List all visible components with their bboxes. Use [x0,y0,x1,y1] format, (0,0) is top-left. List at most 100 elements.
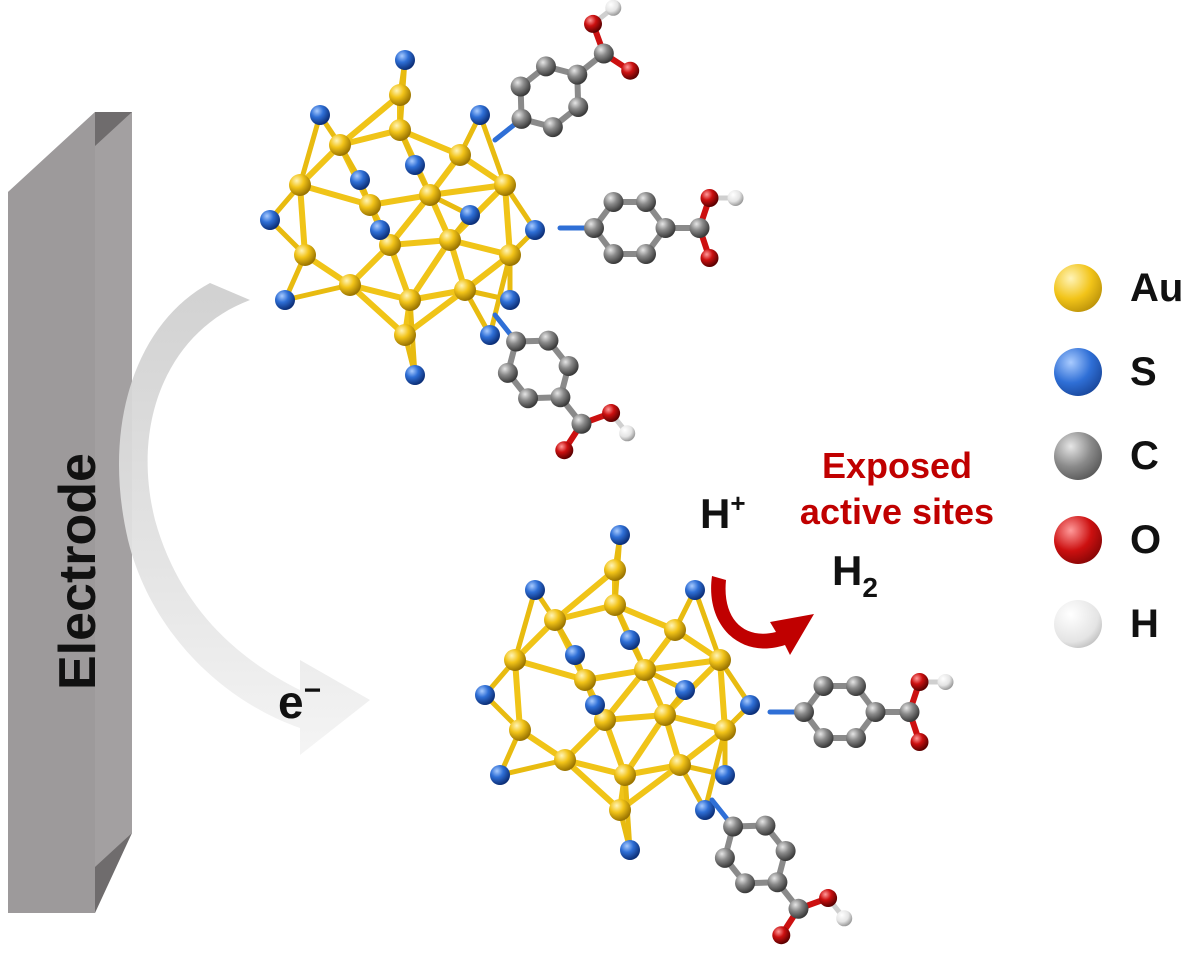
bond [512,657,588,683]
sulfur-atom [525,580,545,600]
sulfur-atom [620,630,640,650]
gold-atom [394,324,416,346]
carbon-atom [794,702,814,722]
bond [717,657,728,733]
hydrogen-atom [937,674,954,690]
carbon-atom [568,96,589,117]
carbon-atom [535,56,556,77]
bond [427,182,508,198]
sulfur-atom [585,695,605,715]
bond [562,757,623,813]
carbon-atom [567,64,588,85]
legend-label: O [1130,518,1162,562]
gold-atom [359,194,381,216]
bond [622,712,668,778]
bond [337,92,403,148]
bond [502,182,513,258]
bond [487,252,513,338]
gold-atom [339,274,361,296]
gold-atom [499,244,521,266]
oxygen-atom [602,404,621,423]
sulfur-atom [620,840,640,860]
bond [402,287,468,338]
carbon-atom [571,413,592,434]
carbon-atom [510,76,531,97]
bond [617,762,683,813]
bond [642,657,723,673]
legend-label: C [1130,434,1159,478]
carbon-atom [865,702,886,722]
electron-label: e− [278,674,321,728]
gold-atom [594,709,616,731]
gold-atom [294,244,316,266]
sulfur-atom-icon [1054,348,1102,396]
gold-atom [399,289,421,311]
hydrogen-atom [619,425,636,442]
carbon-atom [813,728,834,748]
sulfur-atom [405,155,425,175]
carbon-atom [550,387,571,408]
sulfur-atom [480,325,500,345]
carbon-atom [775,840,796,861]
hydrogen-label: H2 [832,547,878,603]
carbon-atom [584,218,604,238]
oxygen-atom [700,189,719,207]
gold-atom [439,229,461,251]
sulfur-atom [565,645,585,665]
bond [407,237,453,303]
carbon-atom [655,218,676,238]
gold-atom [454,279,476,301]
carbon-atom [813,676,834,696]
gold-atom [604,559,626,581]
gold-atom [389,84,411,106]
carbon-atom [723,816,744,837]
carbon-atom [846,676,866,696]
gold-atom [709,649,731,671]
sulfur-atom [610,525,630,545]
gold-atom [509,719,531,741]
carbon-atom [603,192,624,212]
sulfur-atom [695,800,715,820]
carbon-atom [511,108,532,129]
bond [512,587,538,663]
bond [297,182,373,208]
carbon-atom [603,244,624,264]
gold-atom [554,749,576,771]
carbon-atom [767,872,788,893]
gold-atom [419,184,441,206]
sulfur-atom [525,220,545,240]
gold-atom [609,799,631,821]
hydrogen-atom [605,0,622,16]
sulfur-atom [405,365,425,385]
carbon-atom [538,330,559,351]
carbon-atom [636,192,656,212]
sulfur-atom [685,580,705,600]
gold-atom [654,704,676,726]
hydrogen-atom-icon [1054,600,1102,648]
bond [692,587,723,663]
carbon-atom [518,388,539,409]
oxygen-atom [584,14,603,33]
legend-item-h: H [1042,594,1192,654]
gold-atom [614,764,636,786]
bond [497,757,568,778]
carbon-atom [788,898,809,919]
hydrogen-atom [836,910,853,927]
legend-label: S [1130,350,1157,394]
carbon-atom [735,873,756,894]
oxygen-atom [910,673,929,691]
carbon-atom [506,331,527,352]
bond [702,727,728,813]
oxygen-atom [910,733,929,751]
gold-atom [494,174,516,196]
sulfur-atom [370,220,390,240]
carbon-atom [755,815,776,836]
sulfur-atom [500,290,520,310]
carbon-atom-icon [1054,432,1102,480]
sulfur-atom [260,210,280,230]
carbon-atom [899,702,920,722]
oxygen-atom [700,249,719,267]
legend-item-c: C [1042,426,1192,486]
electrode-label: Electrode [49,453,107,690]
carbon-atom [636,244,656,264]
